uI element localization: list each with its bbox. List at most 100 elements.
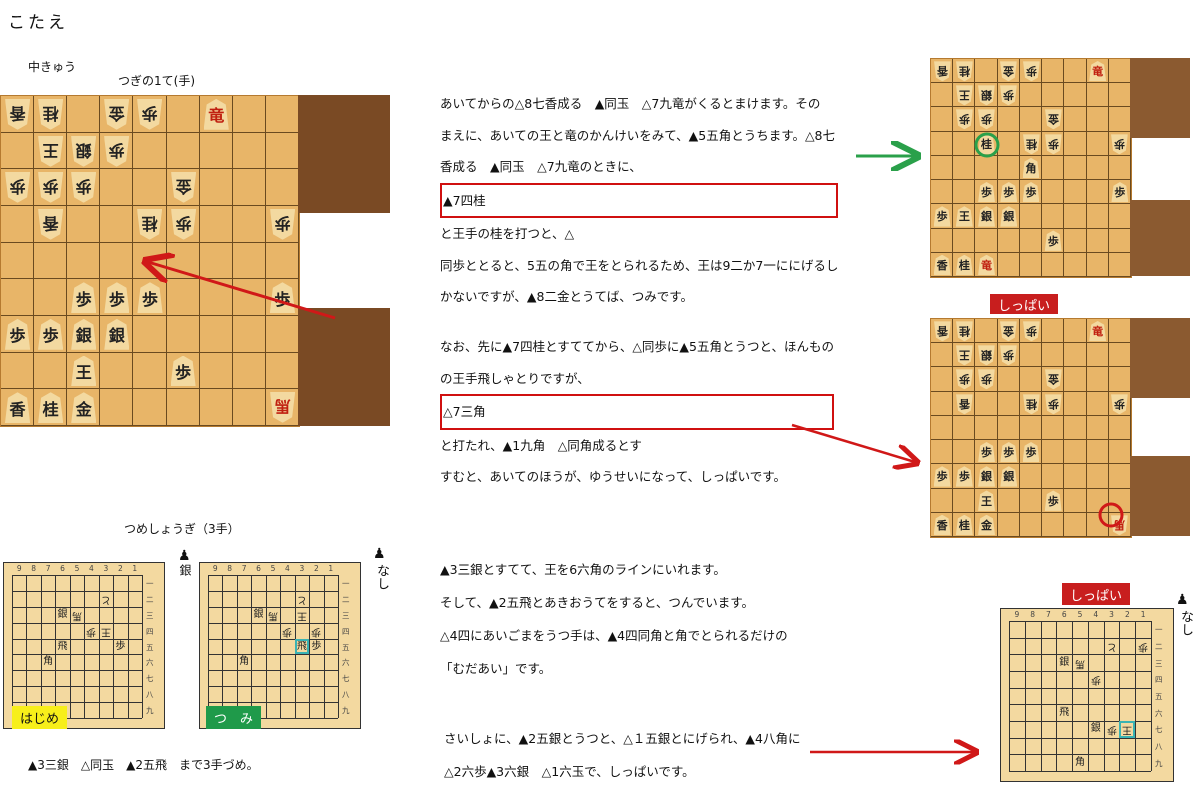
board-cell bbox=[931, 59, 954, 84]
board-cell bbox=[931, 131, 954, 156]
board-cell bbox=[997, 107, 1020, 132]
row-number: 九 bbox=[342, 706, 350, 716]
board-cell bbox=[1086, 391, 1109, 416]
board-cell bbox=[1064, 464, 1087, 489]
board-cell bbox=[1, 279, 35, 316]
board-cell bbox=[931, 415, 954, 441]
row-number: 八 bbox=[1155, 742, 1163, 751]
grid-line bbox=[309, 575, 311, 718]
red-arrow-kaku-drop bbox=[148, 262, 336, 320]
board-cell bbox=[931, 204, 954, 229]
board-cell bbox=[1064, 252, 1087, 277]
explanation-paragraph-1: あいてからの△8七香成る ▲同玉 △7九竜がくるとまけます。その まえに、あいて… bbox=[440, 96, 839, 304]
shogi-piece: 歩 bbox=[311, 640, 322, 652]
board-cell bbox=[997, 391, 1020, 416]
board-cell bbox=[100, 206, 134, 243]
board-cell bbox=[931, 107, 954, 132]
column-number: 6 bbox=[1061, 610, 1067, 619]
answer-board-1: 香桂金歩竜王銀歩歩歩金桂桂歩歩角歩歩歩歩歩王銀銀歩香桂竜 bbox=[930, 58, 1132, 278]
board-cell bbox=[1086, 155, 1109, 181]
grid-line bbox=[1119, 621, 1121, 771]
board-cell bbox=[1019, 415, 1043, 441]
shogi-piece: 香 bbox=[933, 514, 951, 536]
shogi-piece: 歩 bbox=[933, 206, 951, 227]
grid-line bbox=[1056, 621, 1058, 771]
board-cell bbox=[232, 389, 266, 426]
grid-line bbox=[12, 575, 142, 576]
shogi-piece: 歩 bbox=[137, 282, 163, 314]
shogi-piece: 歩 bbox=[1111, 182, 1129, 203]
highlight-move-7-4-kei: ▲7四桂 bbox=[440, 182, 839, 218]
column-number: 8 bbox=[31, 564, 37, 573]
board-cell bbox=[975, 228, 998, 253]
board-cell bbox=[1108, 415, 1131, 441]
board-cell bbox=[1064, 83, 1087, 108]
board-cell bbox=[1086, 319, 1109, 344]
board-cell bbox=[199, 132, 233, 170]
board-cell bbox=[1042, 415, 1065, 441]
row-number: 八 bbox=[342, 690, 350, 700]
board-cell bbox=[34, 206, 68, 243]
board-cell bbox=[232, 206, 266, 243]
grid-line bbox=[208, 575, 338, 576]
board-cell bbox=[953, 391, 976, 416]
shogi-piece: 歩 bbox=[38, 318, 64, 350]
board-cell bbox=[1019, 180, 1043, 205]
shogi-piece: 歩 bbox=[115, 640, 126, 652]
board-cell bbox=[975, 204, 998, 229]
board-cell bbox=[133, 96, 167, 133]
answer-board-1-bottom-stand bbox=[1130, 200, 1190, 276]
board-cell bbox=[166, 242, 200, 280]
grid-line bbox=[208, 702, 338, 704]
grid-line bbox=[1103, 621, 1105, 771]
grid-line bbox=[265, 575, 267, 718]
grid-line bbox=[127, 575, 129, 718]
board-cell bbox=[265, 206, 299, 243]
grid-line bbox=[1009, 771, 1151, 772]
grid-line bbox=[1040, 621, 1042, 771]
board-cell bbox=[34, 96, 68, 133]
board-cell bbox=[67, 316, 101, 353]
board-cell bbox=[1019, 319, 1043, 344]
row-number: 三 bbox=[342, 610, 350, 620]
board-cell bbox=[34, 316, 68, 353]
board-cell bbox=[931, 488, 954, 513]
board-cell bbox=[997, 343, 1020, 368]
row-number: 二 bbox=[342, 594, 350, 604]
board-cell bbox=[997, 228, 1020, 253]
failure-label-2: しっぱい bbox=[1062, 583, 1130, 605]
board-cell bbox=[34, 169, 68, 206]
board-cell bbox=[67, 169, 101, 206]
board-cell bbox=[997, 252, 1020, 277]
column-number: 7 bbox=[45, 564, 51, 573]
column-number: 8 bbox=[227, 564, 233, 573]
board-cell bbox=[997, 180, 1020, 205]
grid-line bbox=[98, 575, 100, 718]
board-cell bbox=[100, 389, 134, 426]
board-cell bbox=[166, 96, 200, 133]
board-cell bbox=[34, 132, 68, 170]
board-cell bbox=[199, 169, 233, 206]
board-cell bbox=[1019, 512, 1043, 537]
grid-line bbox=[1009, 737, 1151, 739]
grid-line bbox=[84, 575, 86, 718]
board-cell bbox=[953, 415, 976, 441]
board-cell bbox=[975, 180, 998, 205]
board-cell bbox=[953, 252, 976, 277]
board-cell bbox=[1064, 204, 1087, 229]
row-number: 九 bbox=[146, 706, 154, 716]
shogi-piece: 竜 bbox=[203, 98, 229, 130]
shogi-piece: 歩 bbox=[1044, 490, 1062, 511]
board-cell bbox=[199, 242, 233, 280]
board-cell bbox=[34, 352, 68, 390]
board-cell bbox=[1042, 155, 1065, 181]
board-cell bbox=[1086, 204, 1109, 229]
board-cell bbox=[953, 488, 976, 513]
board-cell bbox=[1, 96, 35, 133]
board-cell bbox=[975, 512, 998, 537]
board-cell bbox=[1086, 107, 1109, 132]
board-cell bbox=[975, 319, 998, 344]
column-number: 4 bbox=[285, 564, 290, 573]
board-cell bbox=[232, 242, 266, 280]
